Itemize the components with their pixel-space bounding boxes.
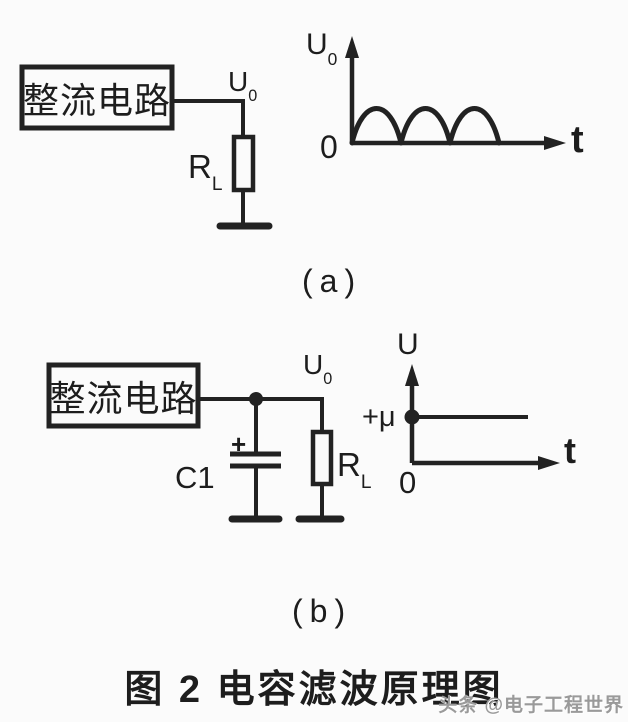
graph-a-y-arrowhead [345, 36, 359, 58]
resistor-b-symbol [310, 429, 334, 487]
output-voltage-label-b-base: U [303, 349, 324, 380]
output-voltage-label-b: U0 [303, 349, 332, 388]
load-resistor-label-b-base: R [337, 446, 361, 483]
subfigure-tag-b: (b) [292, 593, 353, 629]
output-voltage-label-a: U0 [228, 66, 257, 105]
graph-a-y-axis-label-base: U [306, 28, 328, 61]
resistor-a-symbol [231, 134, 256, 193]
graph-a-y-axis-label-sub: 0 [327, 48, 338, 69]
output-voltage-label-b-sub: 0 [323, 370, 333, 389]
graph-a-y-axis-label: U0 [306, 28, 337, 68]
load-resistor-label-a-base: R [188, 148, 212, 185]
output-voltage-label-a-base: U [228, 66, 249, 97]
subfigure-tag-a: (a) [302, 263, 363, 299]
graph-b-x-axis-label: t [564, 430, 576, 471]
rectifier-box-b-outline [46, 362, 201, 429]
load-resistor-label-a: RL [188, 148, 222, 194]
graph-b-x-arrowhead [538, 456, 560, 470]
load-resistor-label-a-sub: L [211, 173, 223, 195]
graph-b-dc-level-dot [404, 409, 420, 425]
load-resistor-label-b: RL [337, 446, 371, 492]
graph-a-x-axis-label: t [571, 119, 584, 161]
wire-a-output [172, 99, 245, 137]
watermark-text: 头条 @电子工程世界 [438, 695, 624, 716]
graph-b-y-arrowhead [405, 364, 419, 386]
capacitor-label: C1 [175, 460, 215, 495]
rectifier-box-a-outline [19, 64, 175, 131]
graph-a-rectified-waveform [349, 106, 502, 146]
graph-a-origin-label: 0 [320, 129, 338, 165]
graph-b-y-axis-label: U [397, 328, 419, 361]
capacitor-polarity-plus: + [231, 429, 247, 459]
graph-b-origin-label: 0 [399, 465, 417, 500]
graph-a-x-arrowhead [544, 136, 566, 150]
load-resistor-label-b-sub: L [360, 471, 372, 493]
output-voltage-label-a-sub: 0 [248, 87, 258, 106]
graph-b-dc-level-label: +μ [362, 401, 396, 433]
rectifier-box-b-label: 整流电路 [49, 377, 198, 419]
figure-caption: 图 2 电容滤波原理图 [124, 669, 504, 711]
wire-b-output [198, 397, 324, 432]
rectifier-box-a-label: 整流电路 [22, 79, 171, 121]
